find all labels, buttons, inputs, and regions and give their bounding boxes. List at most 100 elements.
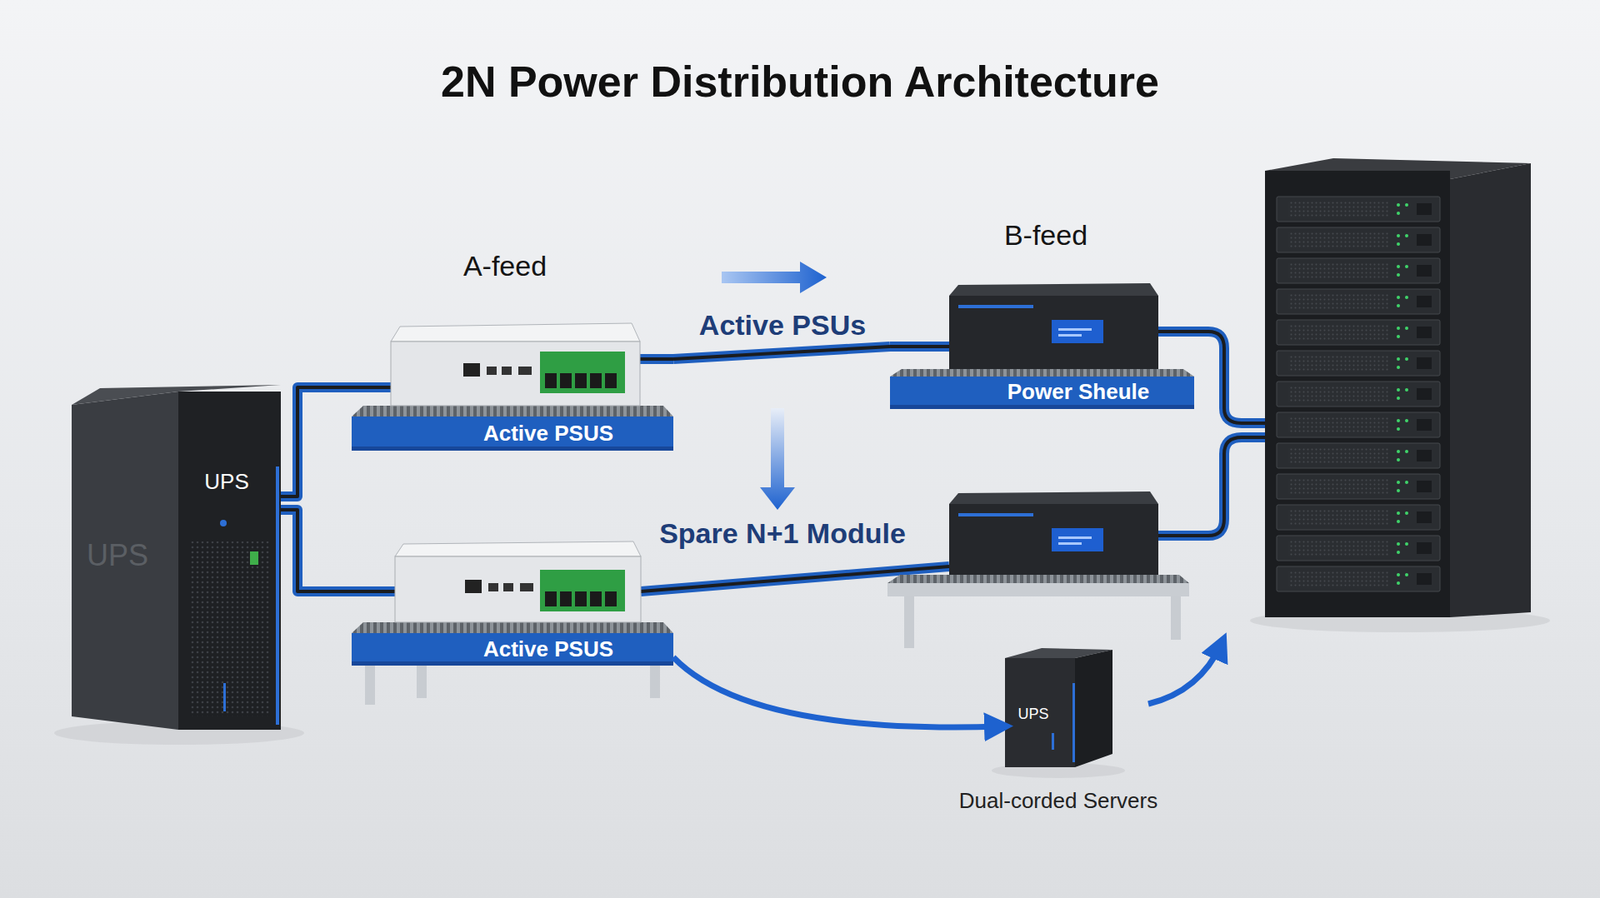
node-text: UPS (1008, 705, 1059, 724)
shelf-platform (887, 575, 1190, 584)
server-rack (1276, 474, 1440, 500)
server-rack (1276, 535, 1440, 561)
ups-tower: UPS UPS (71, 387, 281, 730)
ups-tower (178, 391, 281, 730)
power-shelf (949, 491, 1159, 575)
power-cables (1158, 437, 1265, 536)
psu-platform (351, 622, 674, 705)
psu-unit (501, 366, 512, 375)
psu-platform (650, 665, 660, 699)
small-ups (1005, 648, 1113, 768)
psu-platform (416, 665, 427, 699)
psu-platform (365, 665, 375, 705)
server-rack (1276, 505, 1440, 530)
power-cable (280, 387, 352, 497)
psu-unit (520, 583, 534, 592)
psu-platform (351, 416, 674, 450)
power-shelf: B-feedPower Sheule (890, 283, 1195, 414)
ups-tower (275, 466, 280, 725)
psu-unit (486, 366, 497, 375)
psu-unit (518, 366, 532, 375)
small-ups (1075, 650, 1113, 768)
shelf-platform (904, 596, 915, 649)
psu-unit: A-feedActive PSUS (351, 324, 674, 460)
shelf-platform (887, 583, 1190, 597)
flow-arrow (673, 657, 1002, 728)
node-text: Active PSUS (423, 635, 674, 664)
server-rack (1276, 350, 1440, 376)
power-shelf (1058, 536, 1092, 540)
power-shelf (949, 283, 1159, 296)
psu-unit (395, 541, 641, 623)
ups-tower (223, 683, 226, 712)
node-text: B-feed (962, 218, 1130, 252)
power-shelf (949, 504, 1159, 575)
power-shelf (949, 491, 1159, 505)
psu-unit: Active PSUS (351, 544, 674, 670)
ups-tower (71, 391, 179, 730)
server-rack (1276, 258, 1440, 284)
power-shelf (1051, 528, 1104, 552)
server-rack (1276, 412, 1440, 438)
node-text: Dual-corded Servers (916, 788, 1200, 814)
server-rack (1276, 289, 1440, 315)
psu-unit (545, 591, 557, 607)
psu-unit (575, 373, 587, 389)
node-text: Active PSUS (423, 419, 674, 448)
server-rack (1276, 227, 1440, 253)
psu-unit (590, 591, 602, 607)
power-shelf (1058, 328, 1092, 331)
small-ups: UPSDual-corded Servers (1005, 653, 1113, 768)
psu-unit (540, 570, 625, 612)
psu-unit (560, 373, 572, 389)
power-shelf (949, 295, 1159, 370)
psu-unit (390, 323, 640, 342)
psu-unit (605, 373, 617, 389)
psu-unit (575, 591, 587, 607)
psu-platform (351, 633, 674, 665)
cable-core (280, 387, 352, 497)
server-rack (1276, 566, 1440, 592)
small-ups (1005, 658, 1075, 768)
psu-platform (351, 446, 674, 451)
psu-platform (351, 622, 674, 634)
shelf-platform (887, 575, 1190, 649)
psu-unit (605, 591, 617, 607)
power-shelf (1058, 542, 1082, 545)
server-rack (1265, 170, 1450, 618)
psu-platform (351, 661, 674, 666)
psu-unit (390, 323, 640, 406)
node-text: UPS (185, 468, 269, 495)
psu-platform (351, 405, 674, 417)
psu-unit (395, 556, 641, 623)
ups-tower (250, 551, 259, 565)
node-text: UPS (75, 537, 160, 575)
cable-core (280, 510, 352, 592)
psu-platform (890, 405, 1195, 410)
psu-unit (395, 541, 641, 557)
flow-arrows (1148, 643, 1222, 705)
power-shelf (958, 305, 1034, 309)
flow-arrows (760, 408, 795, 510)
ups-tower (220, 520, 227, 527)
cable-sheath (280, 510, 352, 592)
power-cable (280, 510, 352, 592)
server-rack (1276, 196, 1440, 222)
psu-unit (540, 351, 625, 394)
cable-sheath (280, 387, 352, 497)
power-shelf (1058, 334, 1082, 337)
server-rack (1265, 158, 1531, 618)
power-cable (673, 346, 890, 360)
psu-unit (488, 583, 499, 592)
psu-unit (390, 341, 640, 406)
psu-unit (465, 580, 482, 594)
psu-unit (590, 373, 602, 389)
node-text: Power Sheule (953, 377, 1204, 406)
power-cables (640, 331, 1265, 592)
node-text: A-feed (421, 249, 589, 283)
small-ups (1072, 683, 1075, 763)
server-rack (1450, 163, 1531, 618)
cable-core (673, 346, 890, 360)
